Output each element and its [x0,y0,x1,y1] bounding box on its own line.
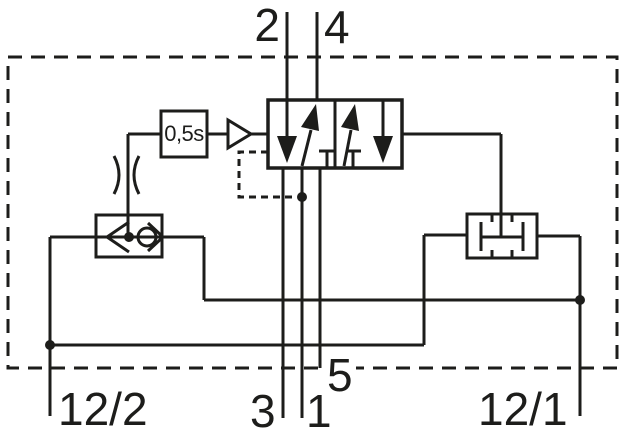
enclosure-border [6,55,619,370]
flow-arrow-2-3-head [277,136,297,163]
port-label-5: 5 [324,352,356,398]
jet-sensor-symbol [94,213,166,259]
two-pressure-valve-symbol [465,212,539,260]
two-pressure-valve-piston [479,214,525,251]
flow-arrow-up-shaft [342,129,353,167]
flow-arrow-1-4-head [301,104,319,131]
signal-line-lower [50,233,467,347]
receiver-circle-icon [136,226,158,248]
junction-dot-12-1 [575,295,585,305]
junction-dot-sensor [124,232,134,242]
valve-right-position [341,100,393,167]
timer-input-line [126,132,161,238]
receiver-chevron-icon [146,221,166,253]
flow-arrow-down-head [373,136,393,163]
valve-left-position [277,100,334,167]
timer-label: 0,5s [164,121,204,146]
blocked-port-5-icon [319,149,334,167]
amplifier-icon [226,117,254,151]
jet-sensor-right-line [202,237,580,302]
junction-dot-pilot [297,192,307,202]
nozzle-chevron-icon [104,220,130,254]
flow-arrow-1-4-shaft [300,129,313,167]
blocked-port-icon [346,149,361,167]
flow-arrow-up-head [341,104,359,131]
port-label-12-1: 12/1 [478,383,568,435]
port-label-3: 3 [250,385,276,436]
pilot-dashed-line [237,150,297,199]
port-label-2: 2 [254,0,280,51]
port-label-4: 4 [324,1,350,53]
five-two-valve-symbol [266,98,404,170]
air-gap-icon [112,155,141,195]
two-pressure-valve-seats [490,214,514,258]
port-label-12-2: 12/2 [58,383,148,435]
timer-box [159,109,209,159]
